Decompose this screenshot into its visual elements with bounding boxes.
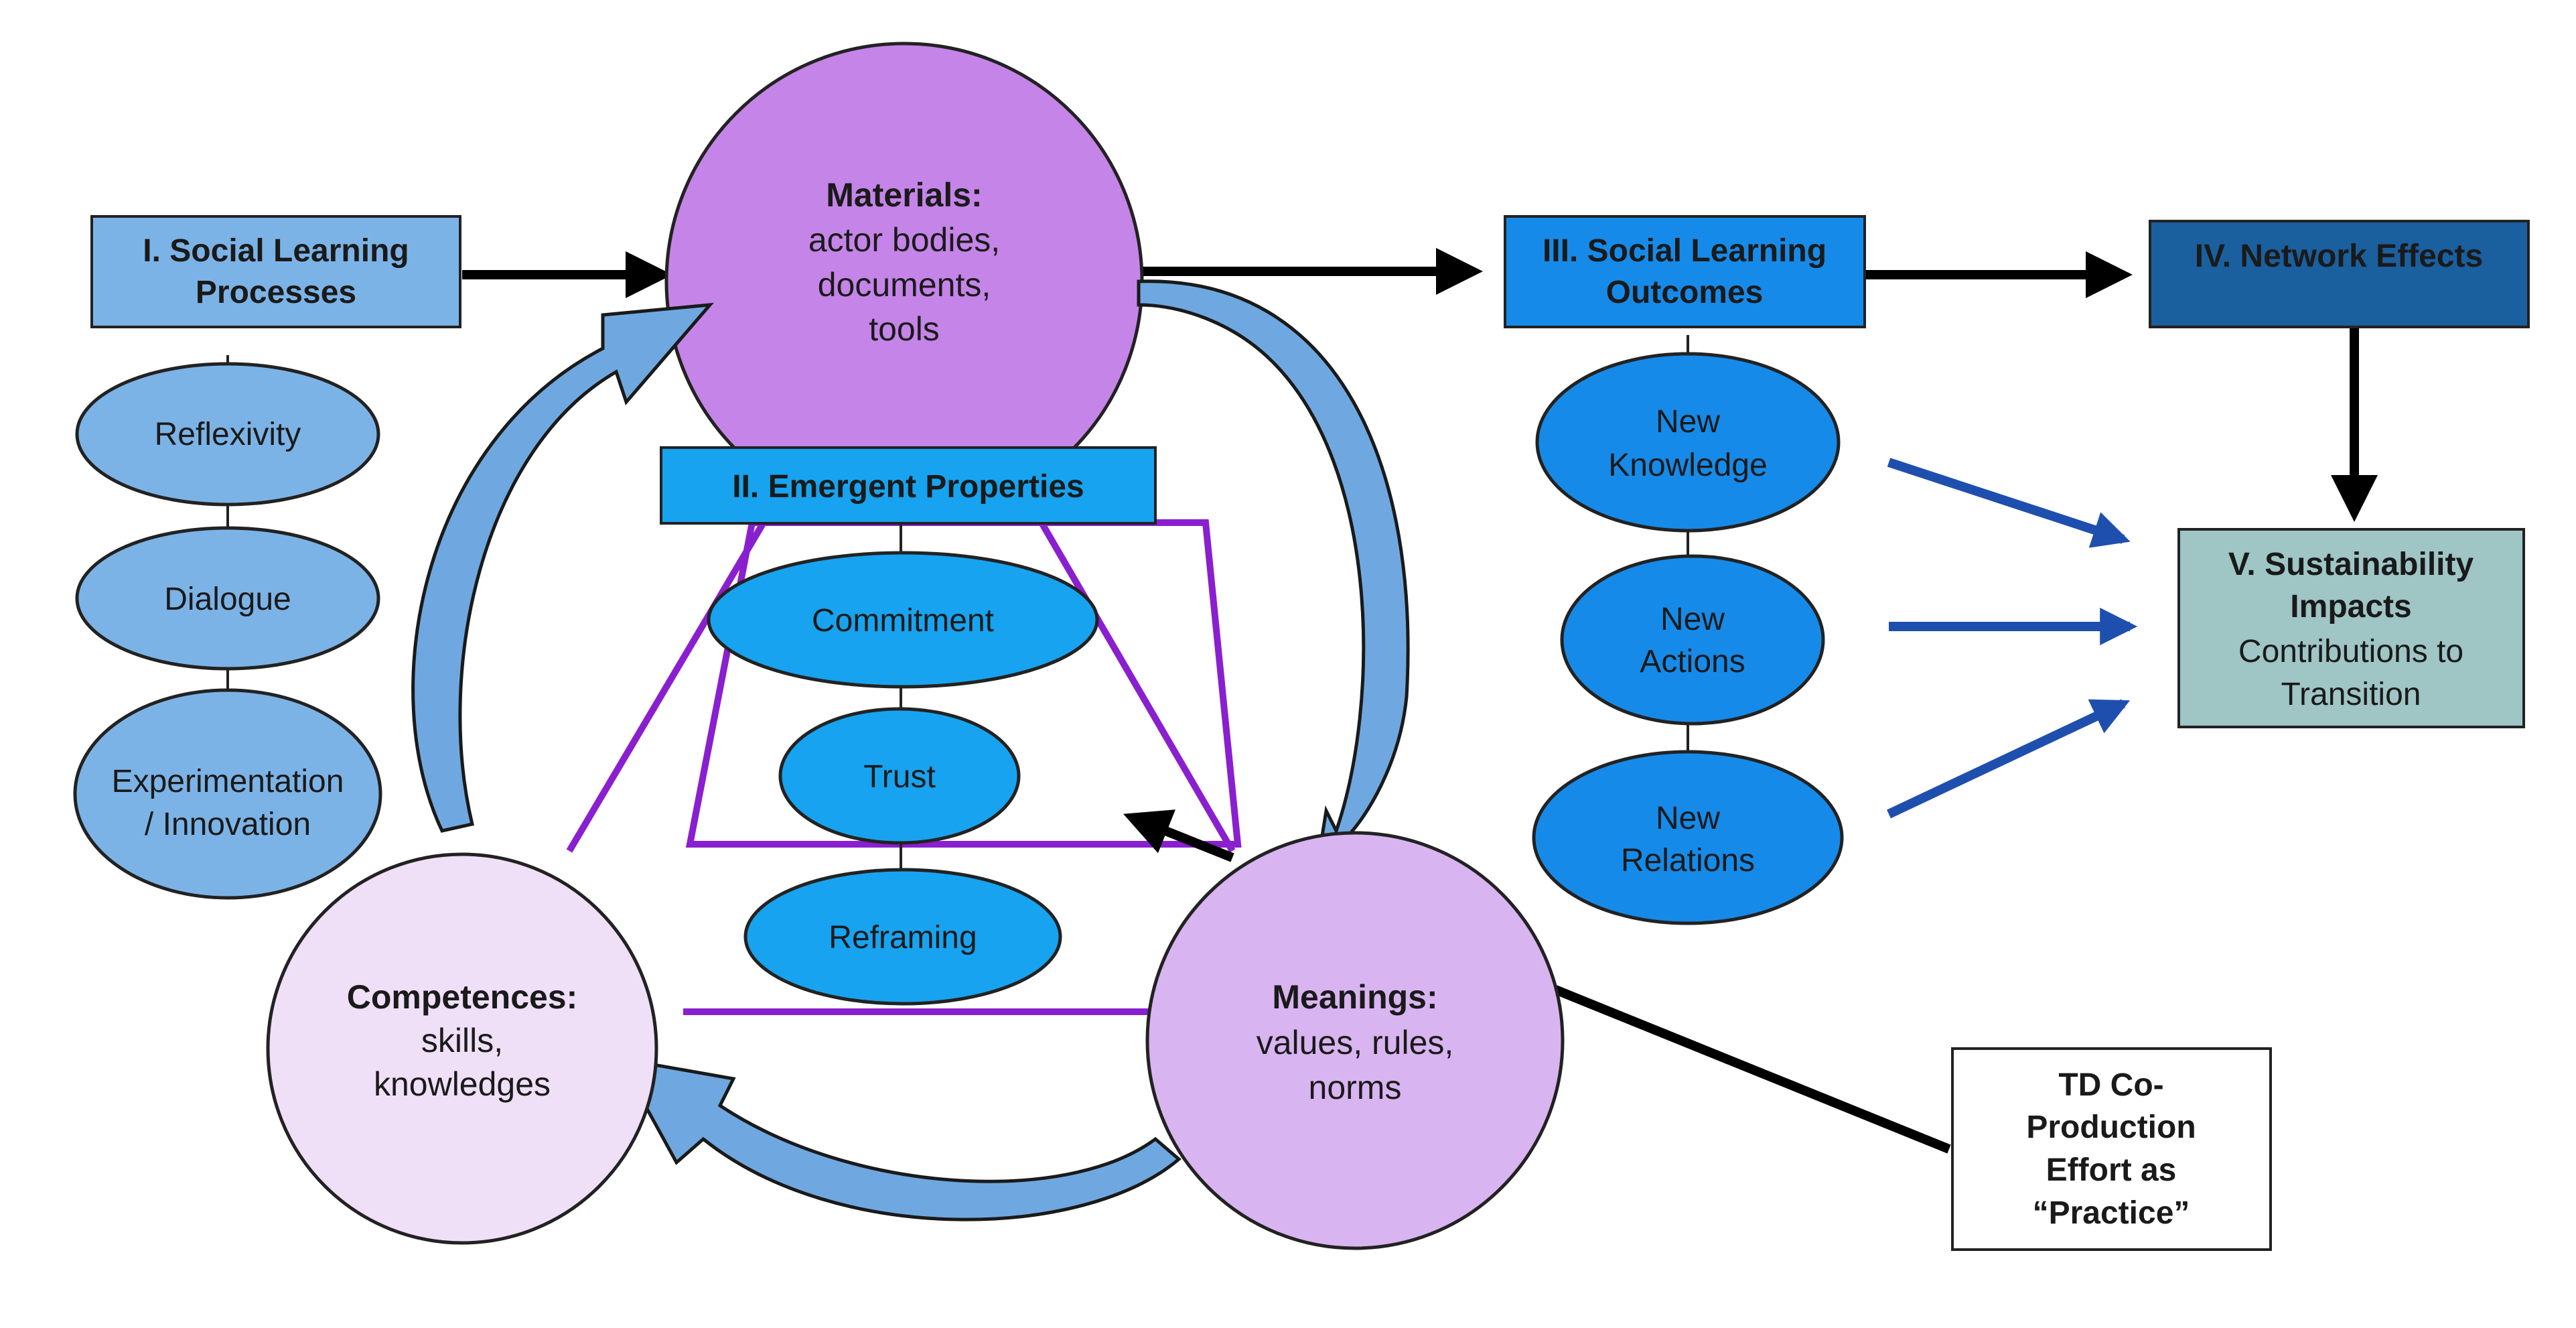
meanings-line2: norms: [1309, 1069, 1402, 1106]
arrow-relations-to-sustainability: [1887, 699, 2131, 819]
sustainability-title-line1: V. Sustainability: [2228, 547, 2474, 582]
new-knowledge-line2: Knowledge: [1608, 448, 1768, 483]
outcomes-box: [1504, 215, 1866, 328]
competences-circle: [266, 852, 658, 1245]
td-line2: Production: [2026, 1110, 2196, 1145]
trust-ellipse: [778, 707, 1021, 845]
new-relations-line2: Relations: [1621, 843, 1755, 878]
sustainability-box: [2177, 528, 2525, 728]
sustainability-line4: Transition: [2281, 677, 2421, 712]
new-knowledge-ellipse: [1535, 352, 1841, 533]
sustainability-line3: Contributions to: [2238, 634, 2463, 669]
materials-title: Materials:: [826, 176, 982, 214]
new-actions-line1: New: [1660, 602, 1725, 637]
arrow-meanings-to-emergent: [1123, 809, 1234, 862]
emergent-box: [660, 446, 1157, 525]
experimentation-label-line2: / Innovation: [145, 807, 311, 842]
processes-title-line1: I. Social Learning: [143, 233, 409, 269]
meanings-line1: values, rules,: [1257, 1024, 1454, 1061]
network-title: IV. Network Effects: [2195, 239, 2483, 274]
emergent-title: II. Emergent Properties: [732, 469, 1084, 505]
network-box: [2149, 220, 2530, 328]
commitment-ellipse: [707, 551, 1099, 689]
commitment-label: Commitment: [812, 603, 994, 639]
new-relations-ellipse: [1532, 750, 1844, 925]
td-connector-line: [1539, 979, 1951, 1154]
cycle-arrow-materials-to-meanings: [1137, 279, 1410, 899]
td-box: [1951, 1047, 2272, 1251]
triangle-right-edge: [1038, 521, 1236, 853]
materials-line2: documents,: [818, 266, 991, 304]
new-actions-line2: Actions: [1640, 644, 1745, 679]
reframing-label: Reframing: [829, 920, 977, 955]
reflexivity-label: Reflexivity: [155, 417, 301, 452]
arrow-knowledge-to-sustainability: [1887, 458, 2131, 548]
new-relations-line1: New: [1656, 801, 1720, 836]
new-actions-ellipse: [1560, 554, 1825, 726]
td-line4: “Practice”: [2033, 1195, 2190, 1231]
td-line3: Effort as: [2046, 1152, 2177, 1188]
materials-line1: actor bodies,: [808, 221, 1000, 259]
meanings-title: Meanings:: [1272, 978, 1437, 1016]
td-line1: TD Co-: [2058, 1067, 2163, 1103]
cycle-arrow-competences-to-materials: [411, 302, 714, 833]
processes-title-line2: Processes: [196, 275, 356, 310]
cycle-arrow-meanings-to-competences: [616, 1056, 1182, 1221]
dialogue-label: Dialogue: [164, 582, 291, 617]
competences-line1: skills,: [421, 1022, 503, 1059]
processes-box: [90, 215, 461, 328]
sustainability-title-line2: Impacts: [2290, 589, 2411, 624]
outcomes-title-line2: Outcomes: [1606, 275, 1764, 310]
triangle-left-edge: [566, 521, 767, 853]
meanings-circle: [1145, 831, 1565, 1250]
reframing-ellipse: [743, 868, 1062, 1006]
reflexivity-ellipse: [75, 362, 380, 507]
dialogue-ellipse: [75, 526, 380, 671]
trust-label: Trust: [863, 759, 936, 795]
new-knowledge-line1: New: [1656, 404, 1720, 440]
outcomes-title-line1: III. Social Learning: [1543, 233, 1827, 269]
experimentation-label-line1: Experimentation: [112, 764, 344, 799]
competences-line2: knowledges: [374, 1065, 551, 1103]
experimentation-ellipse: [73, 688, 382, 900]
competences-title: Competences:: [347, 978, 578, 1016]
materials-line3: tools: [869, 310, 940, 348]
